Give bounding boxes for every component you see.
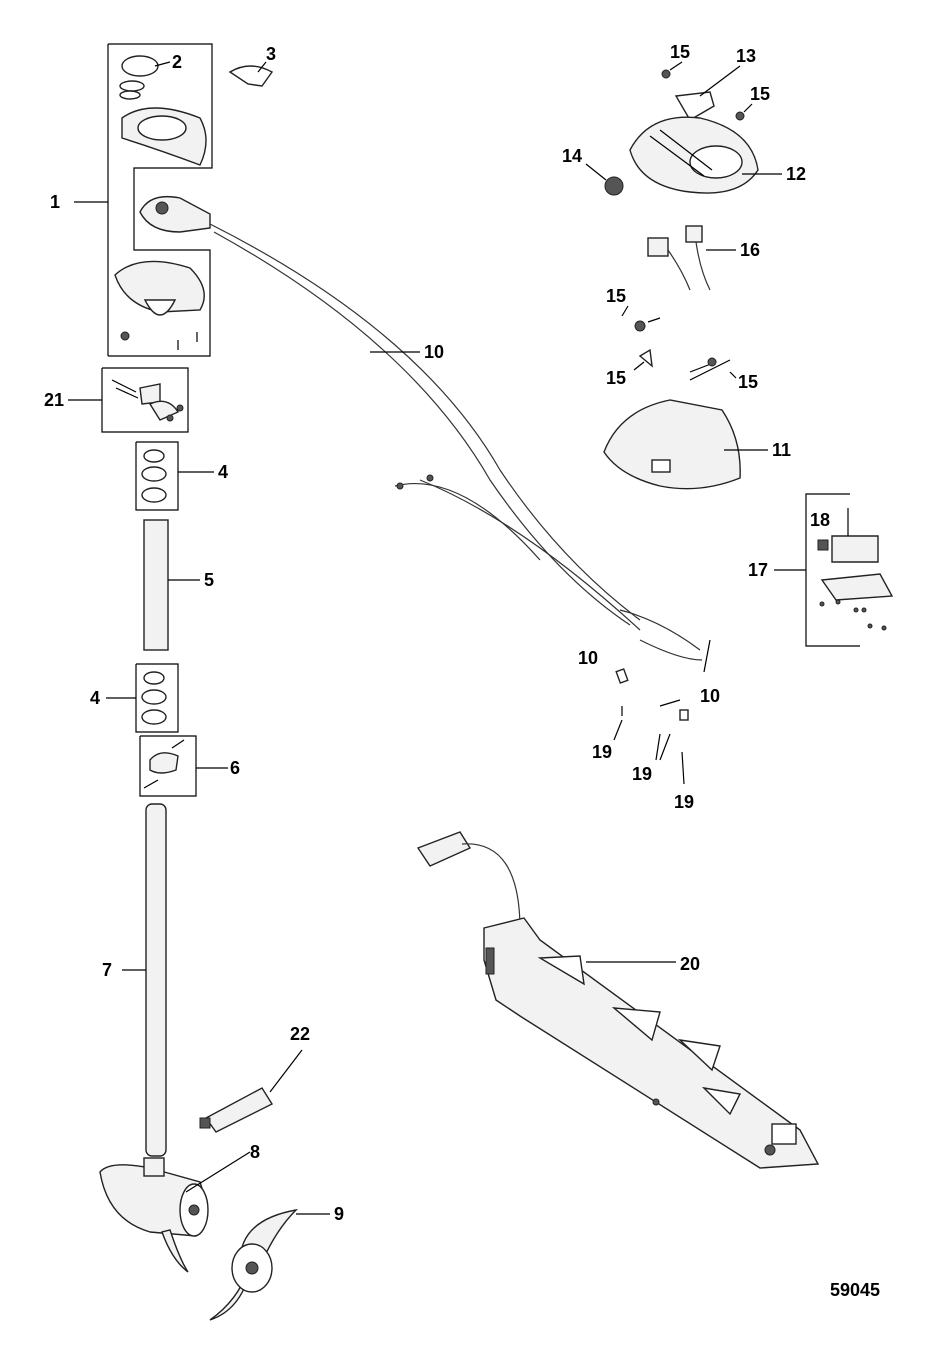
callout-17: 17 bbox=[748, 560, 768, 580]
propeller-part bbox=[209, 1208, 299, 1321]
callout-19-left: 19 bbox=[592, 742, 612, 762]
mount-bracket-part bbox=[416, 831, 820, 1169]
callout-12: 12 bbox=[786, 164, 806, 184]
column-tube-part bbox=[143, 519, 169, 651]
callout-2: 2 bbox=[172, 52, 182, 72]
group-17-control-board bbox=[805, 493, 894, 647]
callout-20: 20 bbox=[680, 954, 700, 974]
pedal-cover-part bbox=[674, 91, 715, 121]
figure-id: 59045 bbox=[830, 1280, 880, 1300]
cap-part bbox=[121, 55, 159, 77]
callout-8: 8 bbox=[250, 1142, 260, 1162]
group-21-clamp bbox=[101, 367, 189, 433]
callout-6: 6 bbox=[230, 758, 240, 778]
group-6-collar bbox=[139, 735, 197, 797]
callout-1: 1 bbox=[50, 192, 60, 212]
callout-15-right: 15 bbox=[750, 84, 770, 104]
callout-21: 21 bbox=[44, 390, 64, 410]
callout-15-top: 15 bbox=[670, 42, 690, 62]
callout-14: 14 bbox=[562, 146, 582, 166]
callout-9: 9 bbox=[334, 1204, 344, 1224]
group-4-lower-bushings bbox=[135, 663, 179, 733]
callout-10-connector: 10 bbox=[700, 686, 720, 706]
wiring-switch-part bbox=[647, 225, 711, 291]
group-1-control-head bbox=[107, 43, 213, 357]
composite-shaft-part bbox=[145, 803, 167, 1157]
callout-18: 18 bbox=[810, 510, 830, 530]
callout-10-plug: 10 bbox=[578, 648, 598, 668]
group-4-upper-bushings bbox=[135, 441, 179, 511]
callout-13: 13 bbox=[736, 46, 756, 66]
callout-19-right: 19 bbox=[674, 792, 694, 812]
callout-22: 22 bbox=[290, 1024, 310, 1044]
foot-pedal-part bbox=[629, 116, 759, 194]
callout-7: 7 bbox=[102, 960, 112, 980]
switch-part bbox=[604, 176, 624, 196]
grease-tube-part bbox=[199, 1087, 274, 1133]
callout-19-middle: 19 bbox=[632, 764, 652, 784]
callout-11: 11 bbox=[772, 440, 791, 460]
callout-15-bolt: 15 bbox=[738, 372, 758, 392]
pedal-base-part bbox=[603, 399, 741, 490]
callout-15-middle: 15 bbox=[606, 286, 626, 306]
decal-part bbox=[228, 65, 274, 87]
callout-15-clip: 15 bbox=[606, 368, 626, 388]
callout-16: 16 bbox=[740, 240, 760, 260]
cable-harness bbox=[209, 223, 711, 673]
callout-4-lower: 4 bbox=[90, 688, 100, 708]
callout-10-main: 10 bbox=[424, 342, 444, 362]
callout-4-upper: 4 bbox=[218, 462, 228, 482]
callout-3: 3 bbox=[266, 44, 276, 64]
component-18 bbox=[817, 539, 829, 551]
callout-5: 5 bbox=[204, 570, 214, 590]
motor-part bbox=[99, 1157, 209, 1273]
